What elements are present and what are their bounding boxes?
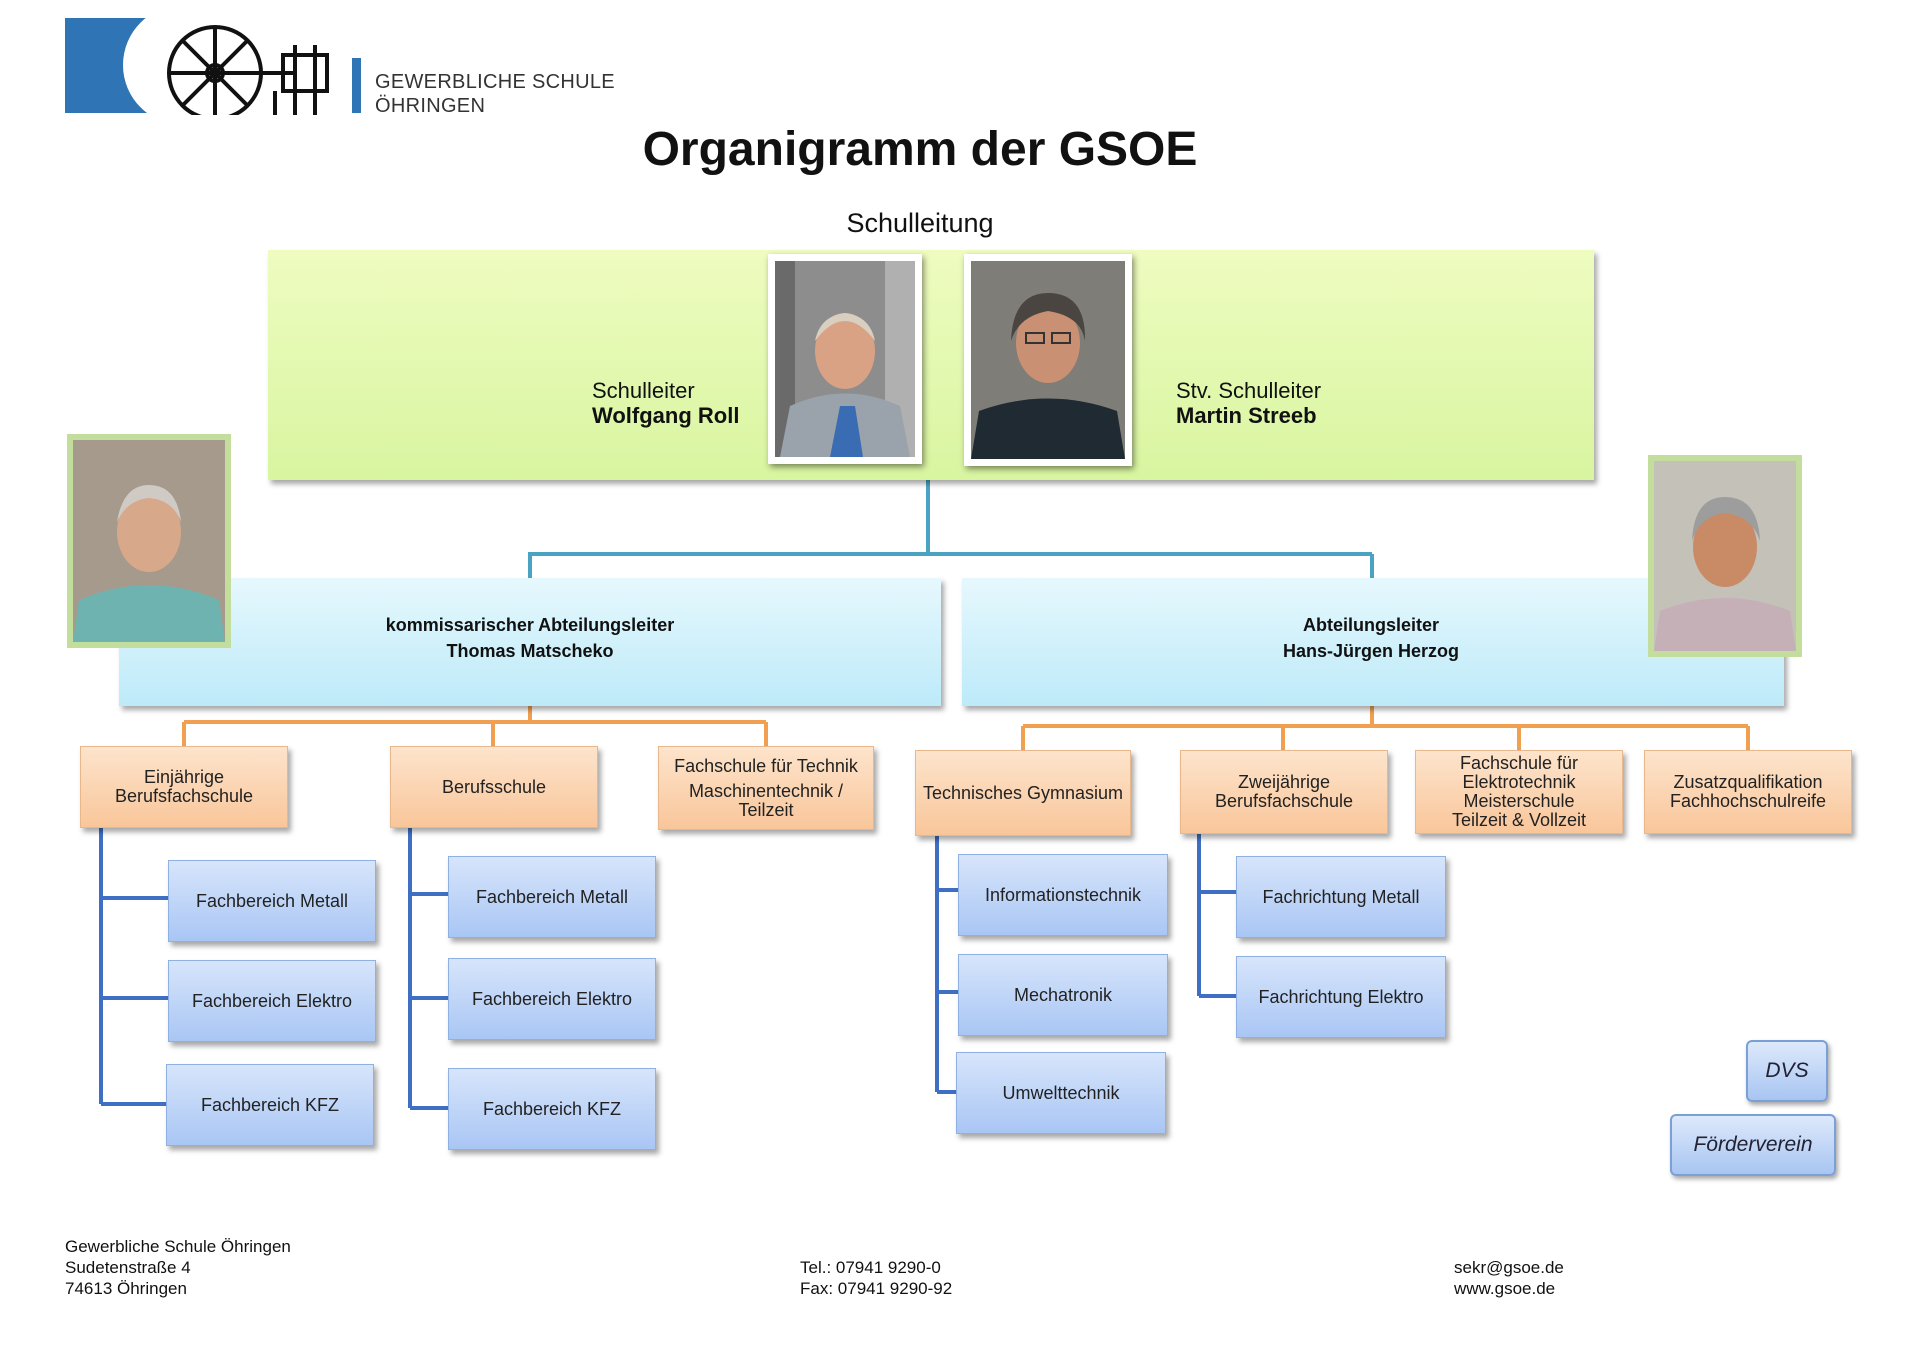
subunit-label: Umwelttechnik [1002,1082,1120,1103]
unit-label-line: Technisches Gymnasium [922,782,1124,803]
unit-label-line: Berufsschule [441,776,547,797]
subunit-box: Fachrichtung Metall [1236,856,1446,938]
steam-engine-logo-icon [165,25,335,121]
unit-label-line: Fachschule für Technik [674,755,858,776]
unit-label-line: Fachhochschulreife [1669,791,1827,811]
subunit-label: Fachrichtung Metall [1262,886,1420,907]
unit-label-line: Berufsfachschule [114,786,254,806]
leadership-connectors [528,478,1374,578]
unit-label-line: Berufsfachschule [1214,791,1354,811]
footer-phone-line: Tel.: 07941 9290-0 [800,1258,941,1277]
unit-label-line: Teilzeit [738,799,794,820]
unit-label-line: Teilzeit & Vollzeit [1451,810,1587,830]
footer-email[interactable]: sekr@gsoe.de [1454,1258,1564,1277]
principal-name: Wolfgang Roll [592,403,740,428]
school-name-line-2: ÖHRINGEN [375,95,486,117]
unit-label-line: Elektrotechnik [1462,772,1576,792]
subunit-box: Mechatronik [958,954,1168,1036]
deputy-role: Stv. Schulleiter [1176,378,1322,403]
school-name: GEWERBLICHE SCHULE ÖHRINGEN [375,70,615,118]
subunit-connectors [99,826,1236,1110]
subunit-box: Informationstechnik [958,854,1168,936]
subunit-label: Fachbereich Metall [195,890,349,911]
foerderverein-box: Förderverein [1670,1114,1836,1176]
person-portrait-icon [775,261,915,457]
person-portrait-icon [1654,461,1796,651]
principal-label: Schulleiter Wolfgang Roll [592,378,739,428]
subunit-label: Fachbereich KFZ [200,1094,340,1115]
person-portrait-icon [73,440,225,642]
deputy-name: Martin Streeb [1176,403,1317,428]
department-1-head-photo [67,434,231,648]
deputy-label: Stv. Schulleiter Martin Streeb [1176,378,1321,428]
unit-label-line: Maschinentechnik / [688,780,844,801]
leadership-box [268,250,1594,480]
footer-web: sekr@gsoe.de www.gsoe.de [1454,1257,1564,1299]
subunit-box: Umwelttechnik [956,1052,1166,1134]
unit-connectors [182,704,1750,750]
leadership-heading: Schulleitung [846,208,994,238]
subunit-box: Fachbereich Metall [168,860,376,942]
subunit-box: Fachbereich KFZ [166,1064,374,1146]
unit-zweijaehrige-berufsfachschule: Zweijährige Berufsfachschule [1180,750,1388,834]
person-portrait-icon [971,261,1125,459]
footer-phone: Tel.: 07941 9290-0 Fax: 07941 9290-92 [800,1257,952,1299]
footer-address-line: Gewerbliche Schule Öhringen [65,1237,291,1256]
school-logo [65,5,243,125]
department-box-2: Abteilungsleiter Hans-Jürgen Herzog [962,578,1784,706]
footer-address-line: 74613 Öhringen [65,1279,187,1298]
department-1-role: kommissarischer Abteilungsleiter [385,615,675,635]
subunit-label: Fachrichtung Elektro [1258,986,1424,1007]
footer-fax-line: Fax: 07941 9290-92 [800,1279,953,1298]
principal-role: Schulleiter [592,378,695,403]
logo-divider [352,58,361,113]
department-box-1: kommissarischer Abteilungsleiter Thomas … [119,578,941,706]
unit-fachschule-elektrotechnik: Fachschule für Elektrotechnik Meistersch… [1415,750,1623,834]
subunit-box: Fachrichtung Elektro [1236,956,1446,1038]
principal-photo [768,254,922,464]
subunit-label: Informationstechnik [984,884,1142,905]
unit-label-line: Fachschule für [1459,753,1579,773]
department-1-head: Thomas Matscheko [446,641,614,661]
subunit-label: Fachbereich Elektro [191,990,353,1011]
subunit-label: Fachbereich Elektro [471,988,633,1009]
page-title: Organigramm der GSOE [642,123,1198,176]
unit-fachschule-technik: Fachschule für Technik Maschinentechnik … [658,746,874,830]
dvs-box: DVS [1746,1040,1828,1102]
subunit-label: Mechatronik [1013,984,1113,1005]
subunit-box: Fachbereich Elektro [168,960,376,1042]
unit-zusatzqualifikation: Zusatzqualifikation Fachhochschulreife [1644,750,1852,834]
subunit-box: Fachbereich Metall [448,856,656,938]
dvs-label: DVS [1765,1059,1809,1082]
subunit-box: Fachbereich Elektro [448,958,656,1040]
department-2-role: Abteilungsleiter [1302,615,1440,635]
deputy-photo [964,254,1132,466]
unit-label-line: Zweijährige [1237,772,1331,792]
unit-einjaehrige-berufsfachschule: Einjährige Berufsfachschule [80,746,288,828]
footer-address-line: Sudetenstraße 4 [65,1258,191,1277]
footer-address: Gewerbliche Schule Öhringen Sudetenstraß… [65,1236,291,1299]
department-2-head-photo [1648,455,1802,657]
logo-emblem-icon [65,5,243,125]
unit-label-line: Zusatzqualifikation [1673,772,1823,792]
subunit-box: Fachbereich KFZ [448,1068,656,1150]
subunit-label: Fachbereich Metall [475,886,629,907]
department-2-head: Hans-Jürgen Herzog [1282,641,1460,661]
unit-label-line: Meisterschule [1463,791,1575,811]
footer-website[interactable]: www.gsoe.de [1454,1279,1556,1298]
unit-berufsschule: Berufsschule [390,746,598,828]
unit-technisches-gymnasium: Technisches Gymnasium [915,750,1131,836]
foerderverein-label: Förderverein [1693,1133,1813,1156]
unit-label-line: Einjährige [143,767,225,787]
school-name-line-1: GEWERBLICHE SCHULE [375,71,615,93]
subunit-label: Fachbereich KFZ [482,1098,622,1119]
